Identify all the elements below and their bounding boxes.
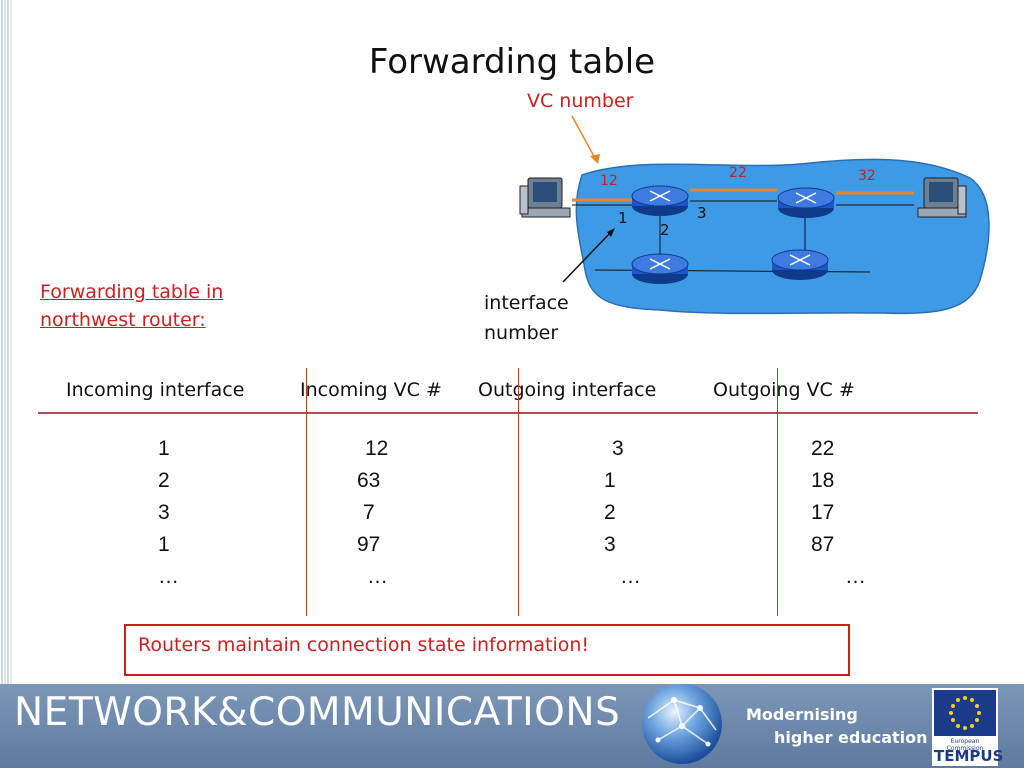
footer-tagline-line: higher education: [774, 728, 928, 747]
router-icon: [631, 185, 689, 216]
page-title: Forwarding table: [368, 42, 656, 82]
footer-tagline-line: Modernising: [746, 705, 858, 724]
interface-number-line: interface: [484, 292, 569, 314]
network-diagram: 12 22 32 1 2 3: [519, 158, 990, 315]
table-cell: 18: [811, 469, 835, 492]
callout-text: Routers maintain connection state inform…: [138, 634, 589, 656]
column-header-incoming-vc: Incoming VC #: [300, 379, 442, 401]
column-divider: [518, 368, 519, 616]
column-divider: [777, 368, 778, 616]
vc-number-label: VC number: [527, 90, 634, 112]
table-cell: …: [367, 565, 388, 588]
eu-flag-icon: [934, 690, 996, 736]
table-column-incoming-interface: 1 2 3 1 …: [158, 433, 179, 593]
link-label: 22: [729, 165, 747, 181]
table-cell: …: [620, 565, 641, 588]
table-cell: 3: [158, 501, 170, 524]
table-cell: 1: [158, 437, 170, 460]
router-icon: [631, 253, 689, 284]
interface-number-label: interface number: [484, 288, 569, 348]
column-header-outgoing-vc: Outgoing VC #: [713, 379, 855, 401]
interface-number-line: number: [484, 322, 559, 344]
table-cell: 63: [357, 469, 381, 492]
table-caption: Forwarding table in northwest router:: [40, 278, 223, 334]
footer-title: NETWORK&COMMUNICATIONS: [14, 690, 621, 735]
table-caption-line: northwest router:: [40, 309, 206, 331]
table-cell: 2: [158, 469, 170, 492]
host-computer-icon: [519, 177, 571, 218]
column-divider: [306, 368, 307, 616]
table-cell: 87: [811, 533, 835, 556]
link-label: 32: [858, 168, 876, 184]
table-cell: 22: [811, 437, 835, 460]
host-computer-icon: [917, 177, 967, 218]
table-cell: …: [845, 565, 866, 588]
interface-number-arrow: [562, 228, 615, 283]
table-column-incoming-vc: 12 63 7 97 …: [357, 433, 388, 593]
vc-number-arrow: [571, 115, 600, 164]
router-icon: [777, 187, 835, 218]
table-column-outgoing-interface: 3 1 2 3 …: [604, 433, 641, 593]
table-cell: 1: [604, 469, 616, 492]
table-cell: 3: [612, 437, 624, 460]
column-header-incoming-interface: Incoming interface: [66, 379, 245, 401]
table-cell: 1: [158, 533, 170, 556]
left-border-lines: [1, 0, 12, 684]
table-cell: …: [158, 565, 179, 588]
link-label: 12: [600, 173, 618, 189]
footer-banner: [0, 684, 1024, 768]
column-header-outgoing-interface: Outgoing interface: [478, 379, 657, 401]
interface-label: 1: [618, 209, 628, 227]
table-column-outgoing-vc: 22 18 17 87 …: [811, 433, 866, 593]
interface-label: 2: [660, 221, 670, 239]
callout-box: Routers maintain connection state inform…: [124, 624, 850, 676]
table-caption-line: Forwarding table in: [40, 281, 224, 303]
globe-icon: [642, 684, 722, 764]
eu-commission-label: European Commission: [946, 738, 984, 752]
table-cell: 12: [365, 437, 389, 460]
table-cell: 7: [363, 501, 375, 524]
table-header-divider: [38, 412, 978, 414]
router-icon: [771, 249, 829, 280]
tempus-label: TEMPUS: [934, 747, 1004, 765]
table-cell: 97: [357, 533, 381, 556]
interface-label: 3: [697, 204, 707, 222]
table-cell: 3: [604, 533, 616, 556]
table-cell: 17: [811, 501, 835, 524]
table-cell: 2: [604, 501, 616, 524]
